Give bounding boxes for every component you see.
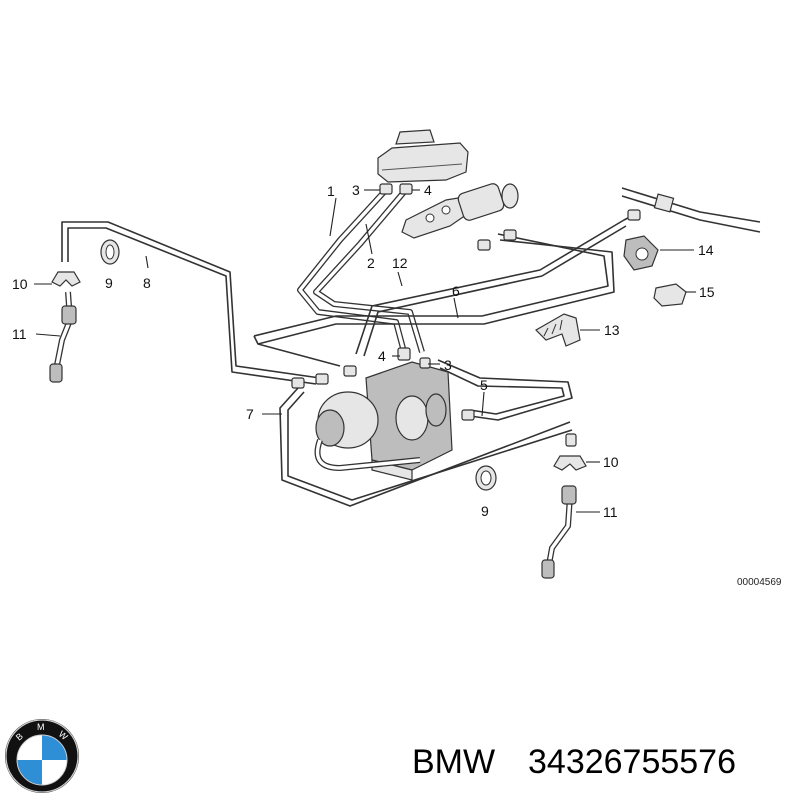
callout-labels: 1 2 3 3 4 4 5 6 7 8 9 9 10 10 11 11 12 1… — [12, 182, 715, 520]
callout-6: 6 — [452, 283, 460, 299]
fittings — [291, 183, 641, 447]
brake-line-1-2 — [297, 189, 425, 353]
drawing-code: 00004569 — [737, 577, 782, 588]
hydraulic-unit — [314, 361, 453, 481]
part-number: 34326755576 — [528, 743, 736, 781]
callout-14: 14 — [698, 242, 714, 258]
brand-name: BMW — [412, 743, 495, 781]
brake-line-6 — [253, 233, 615, 367]
callout-10-right: 10 — [603, 454, 619, 470]
callout-3-lower: 3 — [444, 357, 452, 373]
brake-hose-left — [49, 291, 77, 383]
svg-text:B: B — [14, 731, 25, 743]
connector-15 — [653, 283, 687, 307]
callout-5: 5 — [480, 377, 488, 393]
brake-fluid-reservoir — [377, 129, 469, 183]
master-cylinder — [401, 183, 519, 239]
brake-line-7 — [279, 387, 573, 507]
brake-line-8 — [61, 221, 321, 385]
callout-4-upper: 4 — [424, 182, 432, 198]
callout-8: 8 — [143, 275, 151, 291]
callout-11-left: 11 — [12, 326, 27, 342]
leader-lines — [34, 189, 696, 513]
callout-3-upper: 3 — [352, 182, 360, 198]
callout-11-right: 11 — [603, 504, 618, 520]
callout-9-left: 9 — [105, 275, 113, 291]
callout-9-right: 9 — [481, 503, 489, 519]
pressure-valve-14 — [623, 235, 659, 271]
brake-hose-right — [541, 485, 577, 579]
brake-line-5 — [437, 359, 573, 421]
callout-1: 1 — [327, 183, 335, 199]
callout-12: 12 — [392, 255, 408, 271]
grommet-right — [475, 465, 497, 491]
callout-15: 15 — [699, 284, 715, 300]
bracket-left — [51, 271, 81, 287]
bracket-right — [553, 455, 587, 471]
line-clip-13 — [535, 313, 581, 347]
callout-2: 2 — [367, 255, 375, 271]
grommet-left — [100, 239, 120, 265]
callout-7: 7 — [246, 406, 254, 422]
brake-booster-rod — [621, 187, 761, 233]
callout-10-left: 10 — [12, 276, 28, 292]
callout-4-lower: 4 — [378, 348, 386, 364]
bmw-roundel-icon: B M W — [5, 719, 79, 793]
svg-text:M: M — [37, 722, 45, 732]
callout-13: 13 — [604, 322, 620, 338]
